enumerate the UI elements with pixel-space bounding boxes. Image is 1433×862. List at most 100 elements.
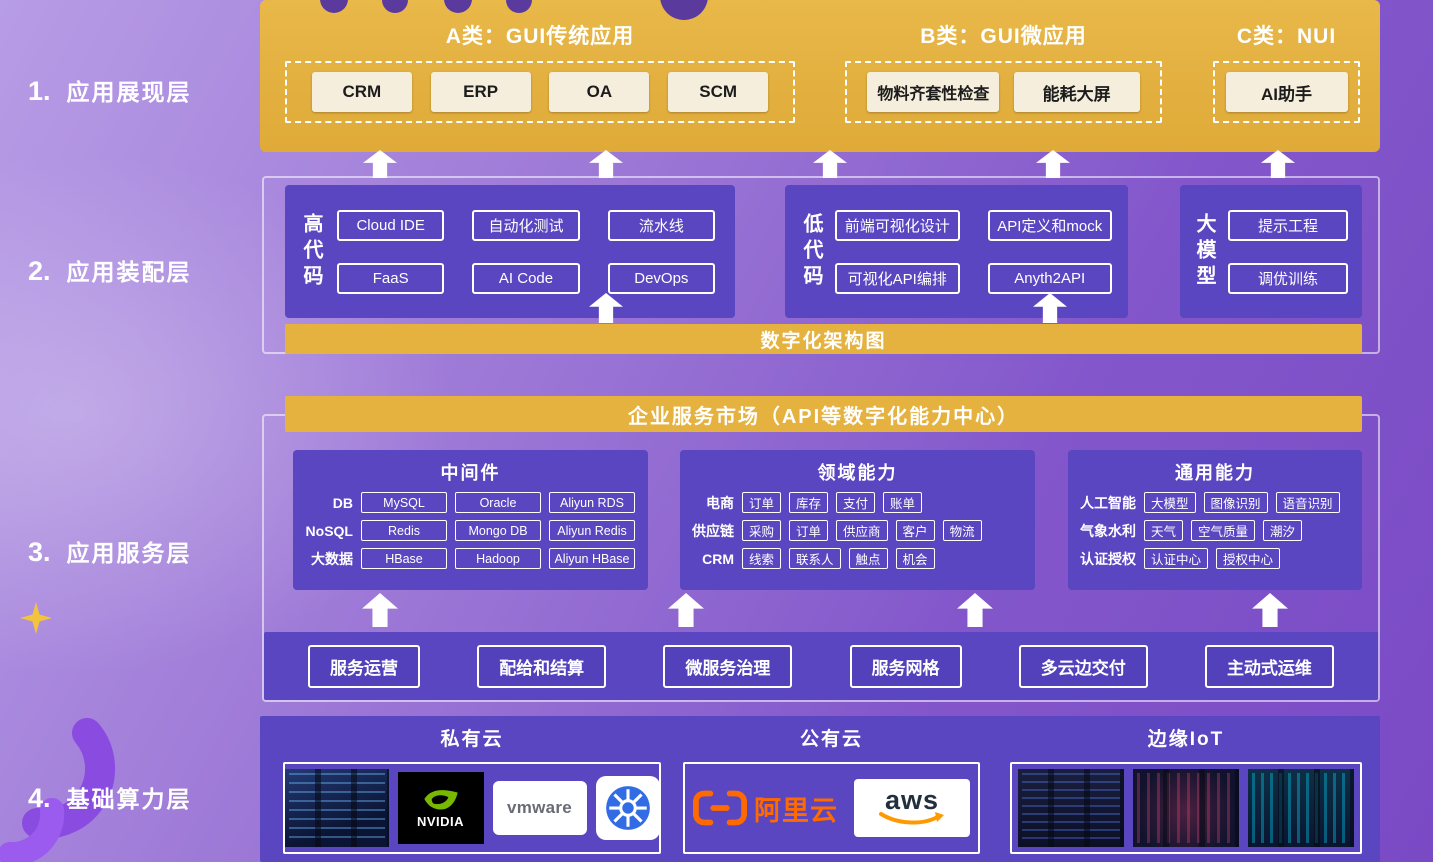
decor-dot (444, 0, 472, 13)
aws-wordmark: aws (884, 785, 940, 815)
server-photo (284, 769, 389, 847)
edge-iot-box (1010, 762, 1362, 854)
chip-aliyun-hbase: Aliyun HBase (549, 548, 635, 569)
app-erp: ERP (430, 72, 531, 112)
service-chip: 物流 (942, 520, 982, 541)
group-nui: C类：NUI AI助手 (1213, 20, 1360, 123)
large-model-buttons: 提示工程 调优训练 (1228, 209, 1348, 294)
chip-aliyun-redis: Aliyun Redis (549, 520, 635, 541)
decor-dot (506, 0, 532, 13)
vmware-logo: vmware (492, 781, 587, 835)
tool-api-define-mock: API定义和mock (987, 209, 1112, 241)
alibaba-cloud-bracket-icon (693, 790, 747, 826)
layer-4-name: 基础算力层 (66, 786, 192, 812)
kubernetes-helm-icon (605, 786, 650, 830)
layer-1-number: 1. (28, 76, 51, 106)
decor-dot (660, 0, 708, 20)
group-b-box: 物料齐套性检查 能耗大屏 (845, 61, 1162, 123)
decor-dot (320, 0, 348, 13)
row-label-nosql: NoSQL (305, 522, 353, 539)
service-chip: 天气 (1144, 520, 1184, 541)
service-chip: 授权中心 (1216, 548, 1281, 569)
layer-3-name: 应用服务层 (66, 540, 192, 566)
large-model-panel: 大模型 提示工程 调优训练 (1180, 185, 1362, 318)
tool-ai-code: AI Code (472, 262, 580, 294)
tool-devops: DevOps (607, 262, 715, 294)
layer-3-label: 3. 应用服务层 (28, 534, 192, 568)
ops-proactive-maintenance: 主动式运维 (1204, 644, 1334, 688)
service-chip: 大模型 (1144, 492, 1196, 513)
layer-2-name: 应用装配层 (66, 259, 192, 285)
service-chip: 联系人 (789, 548, 841, 569)
general-capability-panel: 通用能力 人工智能 大模型 图像识别 语音识别 气象水利 天气 空气质量 潮汐 … (1068, 450, 1362, 590)
service-chip: 认证中心 (1144, 548, 1209, 569)
supply-chain-row: 供应链 采购 订单 供应商 客户 物流 (688, 520, 1025, 541)
chip-mysql: MySQL (361, 492, 447, 513)
chip-oracle: Oracle (455, 492, 541, 513)
app-energy-dashboard: 能耗大屏 (1013, 72, 1140, 112)
service-chip: 客户 (895, 520, 935, 541)
layer-4-number: 4. (28, 783, 51, 813)
up-arrow (589, 150, 623, 178)
high-code-panel: 高代码 Cloud IDE 自动化测试 流水线 FaaS AI Code Dev… (285, 185, 735, 318)
service-chip: 采购 (742, 520, 782, 541)
middleware-panel: 中间件 DB MySQL Oracle Aliyun RDS NoSQL Red… (293, 450, 648, 590)
bigdata-row: 大数据 HBase Hadoop Aliyun HBase (301, 548, 638, 569)
ecommerce-row: 电商 订单 库存 支付 账单 (688, 492, 1025, 513)
layer-2-number: 2. (28, 256, 51, 286)
app-crm: CRM (311, 72, 412, 112)
tool-frontend-visual-design: 前端可视化设计 (835, 209, 960, 241)
row-label-ai: 人工智能 (1080, 494, 1136, 511)
ops-service-mesh: 服务网格 (849, 644, 962, 688)
ai-row: 人工智能 大模型 图像识别 语音识别 (1076, 492, 1354, 513)
middleware-title: 中间件 (440, 463, 501, 483)
public-cloud-box: 阿里云 aws (683, 762, 980, 854)
decor-dot (382, 0, 408, 13)
service-chip: 机会 (895, 548, 935, 569)
tool-pipeline: 流水线 (607, 209, 715, 241)
private-cloud-box: NVIDIA vmware (283, 762, 661, 854)
kubernetes-logo (595, 776, 660, 840)
up-arrow (813, 150, 847, 178)
service-chip: 订单 (742, 492, 782, 513)
layer-1-label: 1. 应用展现层 (28, 73, 192, 107)
service-ops-strip: 服务运营 配给和结算 微服务治理 服务网格 多云边交付 主动式运维 (264, 632, 1378, 700)
chip-hadoop: Hadoop (455, 548, 541, 569)
chip-redis: Redis (361, 520, 447, 541)
large-model-label: 大模型 (1193, 212, 1215, 291)
nosql-row: NoSQL Redis Mongo DB Aliyun Redis (301, 520, 638, 541)
chip-hbase: HBase (361, 548, 447, 569)
low-code-label: 低代码 (800, 212, 822, 291)
nvidia-wordmark: NVIDIA (416, 814, 465, 829)
ops-microservice-governance: 微服务治理 (663, 644, 793, 688)
vmware-wordmark: vmware (506, 798, 573, 817)
tool-faas: FaaS (337, 262, 445, 294)
ops-allocation-settlement: 配给和结算 (477, 644, 607, 688)
app-material-check: 物料齐套性检查 (867, 72, 1000, 112)
tool-automated-testing: 自动化测试 (472, 209, 580, 241)
service-chip: 供应商 (836, 520, 888, 541)
row-label-auth: 认证授权 (1080, 550, 1136, 567)
chip-aliyun-rds: Aliyun RDS (549, 492, 635, 513)
presentation-layer-banner: A类：GUI传统应用 CRM ERP OA SCM B类：GUI微应用 物料齐套… (260, 0, 1380, 152)
auth-row: 认证授权 认证中心 授权中心 (1076, 548, 1354, 569)
domain-capability-title: 领域能力 (817, 463, 898, 483)
group-gui-micro: B类：GUI微应用 物料齐套性检查 能耗大屏 (845, 20, 1162, 123)
enterprise-service-market-bar: 企业服务市场（API等数字化能力中心） (285, 396, 1362, 432)
public-cloud-title: 公有云 (799, 729, 863, 750)
high-code-label: 高代码 (300, 212, 322, 291)
layer-1-name: 应用展现层 (66, 79, 192, 105)
layer-4-label: 4. 基础算力层 (28, 780, 192, 814)
row-label-crm: CRM (702, 550, 734, 567)
nvidia-logo: NVIDIA (397, 772, 484, 844)
group-a-title: A类：GUI传统应用 (445, 25, 635, 48)
digital-architecture-bar: 数字化架构图 (285, 324, 1362, 354)
group-gui-traditional: A类：GUI传统应用 CRM ERP OA SCM (285, 20, 795, 123)
edge-iot-title: 边缘IoT (1147, 729, 1225, 750)
weather-row: 气象水利 天气 空气质量 潮汐 (1076, 520, 1354, 541)
group-c-title: C类：NUI (1236, 25, 1337, 48)
group-b-title: B类：GUI微应用 (920, 25, 1087, 48)
service-chip: 图像识别 (1203, 492, 1268, 513)
alibaba-cloud-wordmark: 阿里云 (754, 795, 838, 826)
